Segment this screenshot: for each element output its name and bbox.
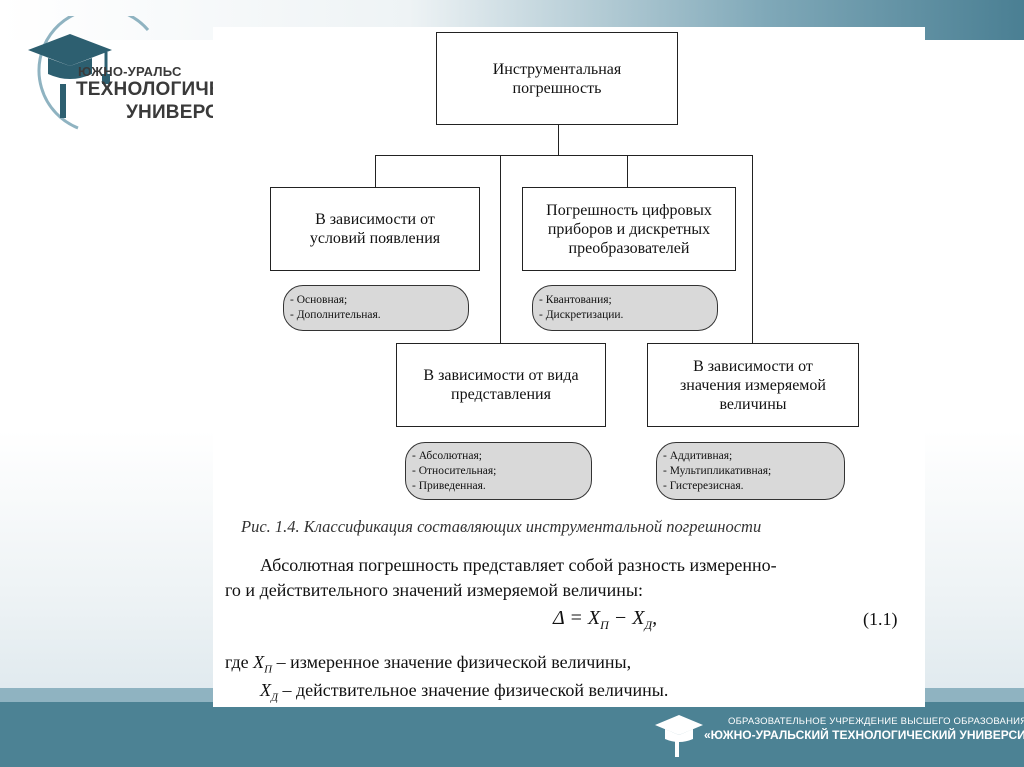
where1-text: – измеренное значение физической величин… xyxy=(272,652,632,672)
pill-measured-value: - Аддитивная; - Мультипликативная; - Гис… xyxy=(656,442,845,500)
formula-mid: − X xyxy=(608,607,645,629)
logo-text-line3: УНИВЕРСИ xyxy=(126,102,233,123)
pill-representation: - Абсолютная; - Относительная; - Приведе… xyxy=(405,442,592,500)
logo-text-line1: ЮЖНО-УРАЛЬС xyxy=(78,64,182,79)
formula-sub1: П xyxy=(600,618,609,632)
list-item: - Квантования; xyxy=(539,294,612,306)
list-item: - Дополнительная. xyxy=(290,309,381,321)
list-item: - Абсолютная; xyxy=(412,449,482,462)
connector-node2 xyxy=(627,155,628,187)
graduation-cap-icon xyxy=(28,16,150,130)
node-line: приборов и дискретных xyxy=(547,220,711,238)
node-line: значения измеряемой xyxy=(679,376,826,394)
pill-digital-devices: - Квантования; - Дискретизации. xyxy=(532,285,718,331)
formula-lhs: Δ = X xyxy=(553,607,601,629)
where2-symbol: XД xyxy=(260,680,278,704)
figure-caption: Рис. 1.4. Классификация составляющих инс… xyxy=(241,517,762,536)
equation-number: (1.1) xyxy=(863,609,898,629)
connector-node1 xyxy=(375,155,376,187)
logo-text-line2: ТЕХНОЛОГИЧЕСК xyxy=(76,79,248,100)
node-line: величины xyxy=(719,395,787,413)
formula: Δ = XП − XД, xyxy=(553,607,657,633)
formula-end: , xyxy=(652,607,658,629)
university-logo: ЮЖНО-УРАЛЬС ТЕХНОЛОГИЧЕСК УНИВЕРСИ xyxy=(18,16,247,136)
list-item: - Аддитивная; xyxy=(663,449,733,462)
footer-logo-icon xyxy=(655,715,703,757)
list-item: - Дискретизации. xyxy=(539,309,624,321)
list-item: - Гистерезисная. xyxy=(663,479,744,492)
footer-text-line1: ОБРАЗОВАТЕЛЬНОЕ УЧРЕЖДЕНИЕ ВЫСШЕГО ОБРАЗ… xyxy=(728,716,1024,727)
list-item: - Приведенная. xyxy=(412,479,486,492)
node-line: В зависимости от xyxy=(693,357,813,375)
paragraph-line1: Абсолютная погрешность представляет собо… xyxy=(260,555,777,575)
connector-root-down xyxy=(558,124,559,156)
list-item: - Основная; xyxy=(290,294,348,306)
paragraph-line2: го и действительного значений измеряемой… xyxy=(225,580,643,600)
where-prefix: где xyxy=(225,652,249,672)
pill-conditions: - Основная; - Дополнительная. xyxy=(283,285,469,331)
connector-horizontal xyxy=(375,155,752,156)
where-line1: где XП – измеренное значение физической … xyxy=(225,652,631,676)
node-line: В зависимости от xyxy=(315,211,435,228)
node-line: Погрешность цифровых xyxy=(546,201,712,219)
list-item: - Относительная; xyxy=(412,464,497,477)
slide-footer-band xyxy=(0,702,1024,767)
connector-node3 xyxy=(500,155,501,343)
footer-text-line2: «ЮЖНО-УРАЛЬСКИЙ ТЕХНОЛОГИЧЕСКИЙ УНИВЕРСИ… xyxy=(704,728,1024,742)
node-line: В зависимости от вида xyxy=(423,367,579,384)
node-line: условий появления xyxy=(309,230,441,247)
where1-symbol: XП xyxy=(253,652,273,676)
node-representation: В зависимости от вида представления xyxy=(396,343,606,427)
root-line1: Инструментальная xyxy=(492,60,622,78)
node-line: преобразователей xyxy=(568,239,690,257)
where-line2: XД – действительное значение физической … xyxy=(260,680,668,704)
root-line2: погрешность xyxy=(512,79,602,97)
formula-sub2: Д xyxy=(644,618,653,632)
node-line: представления xyxy=(451,386,551,403)
where2-text: – действительное значение физической вел… xyxy=(278,680,669,700)
node-conditions: В зависимости от условий появления xyxy=(270,187,480,271)
connector-node4 xyxy=(752,155,753,343)
list-item: - Мультипликативная; xyxy=(663,464,772,477)
